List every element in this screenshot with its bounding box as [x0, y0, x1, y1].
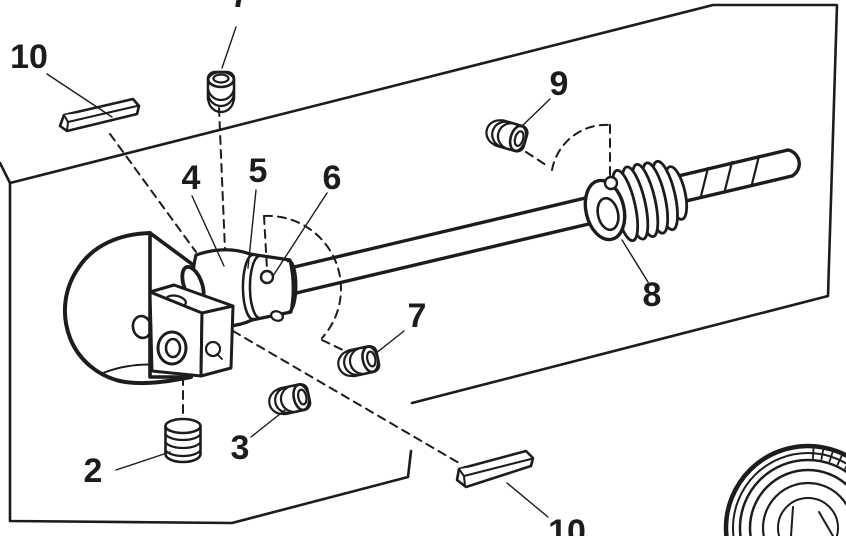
part-label-9: 9: [549, 65, 569, 103]
part-label-6: 6: [322, 159, 342, 197]
leader-7-mid: [374, 330, 405, 355]
leader-6: [272, 192, 328, 277]
worm-gear: [583, 159, 689, 243]
dash-key10-top-to-boss: [109, 133, 197, 253]
block-right-face: [199, 304, 235, 378]
block-screw-hole: [204, 340, 222, 358]
leader-8: [621, 239, 649, 283]
dash-collar-vertical: [263, 215, 268, 270]
set-screw-3: [265, 381, 313, 419]
collar-ring-2: [248, 254, 263, 320]
leader-9: [520, 98, 551, 128]
leader-10-bottom: [506, 482, 549, 518]
collar-screw-hole-6: [259, 269, 275, 285]
part-label-3: 3: [230, 429, 250, 467]
leader-3: [250, 409, 286, 438]
key-10-bottom: [455, 449, 535, 489]
key-10-top: [58, 97, 141, 133]
set-screw-9: [482, 115, 531, 155]
part-label-10-bottom: 10: [548, 513, 586, 536]
main-shaft: [288, 148, 801, 296]
pulley-rim-hatching: [812, 445, 846, 470]
worm-set-screw-hole: [603, 175, 619, 191]
leader-lines: [46, 26, 649, 518]
assembly-dashed-lines: [109, 107, 611, 464]
block-screw-hole-tail: [216, 353, 223, 360]
part-label-5: 5: [248, 152, 268, 190]
leader-5: [247, 189, 257, 269]
part-label-7-top: 7: [231, 0, 250, 13]
handwheel-pulley: [723, 443, 846, 536]
leader-4: [191, 195, 225, 267]
pin-2: [164, 417, 202, 464]
block-bushing-inner: [164, 337, 182, 359]
part-label-8: 8: [642, 276, 662, 314]
leader-10-top: [46, 73, 113, 118]
crank-rod-assembly: [63, 231, 298, 386]
part-label-4: 4: [181, 159, 201, 197]
part-label-2: 2: [83, 452, 103, 490]
collar-ring-1: [241, 253, 256, 321]
block-bushing-outer: [156, 330, 188, 366]
pulley-spokes: [790, 506, 834, 536]
part-label-7-mid: 7: [407, 297, 427, 335]
collar-end-cap: [286, 259, 298, 313]
dash-collar-rotation-arc: [263, 214, 342, 339]
set-screw-7-top: [206, 70, 236, 114]
shaft-step-ticks: [699, 154, 761, 198]
leader-7-top: [221, 26, 237, 69]
leader-2: [115, 451, 171, 471]
counterweight-hole: [131, 314, 153, 340]
dash-block-to-key10-bottom: [232, 330, 460, 464]
dash-worm-rotation-arc: [551, 123, 611, 171]
part-label-10-top: 10: [10, 38, 48, 76]
dash-screw7-top-to-boss: [218, 107, 226, 251]
collar-screw-hole-lower: [270, 310, 284, 322]
dash-arc-to-screw7-mid: [321, 339, 348, 353]
panel-outline: [0, 3, 839, 525]
dash-screw9-to-arc: [525, 151, 550, 168]
